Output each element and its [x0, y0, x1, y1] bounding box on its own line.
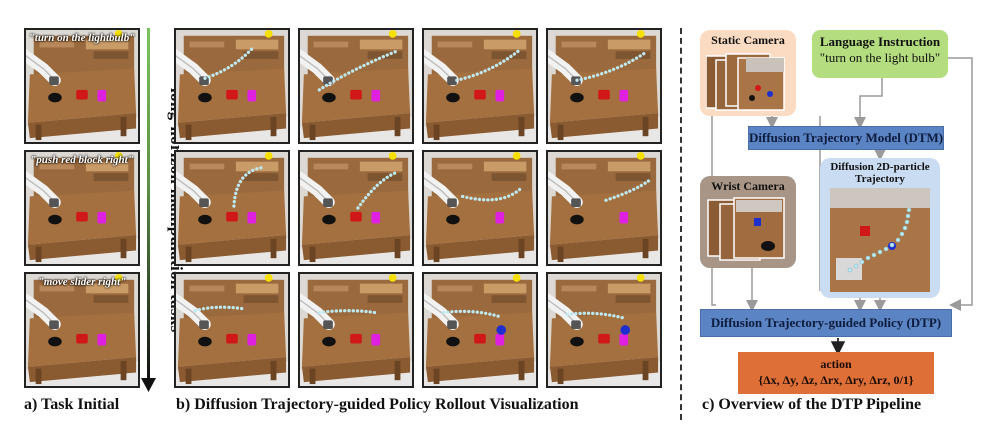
wrist-camera-box: Wrist Camera — [700, 176, 796, 268]
rollout-frame — [298, 150, 414, 266]
task-initial-scene-2: "push red block right" — [24, 150, 140, 266]
rollout-frame — [174, 150, 290, 266]
caption-b: b) Diffusion Trajectory-guided Policy Ro… — [176, 396, 579, 413]
wrist-camera-label: Wrist Camera — [711, 179, 785, 193]
rollout-frame — [546, 28, 662, 144]
language-instruction-box: Language Instruction "turn on the light … — [812, 30, 948, 78]
rollout-frame — [422, 272, 538, 388]
task-label-3: "move slider right" — [37, 276, 127, 288]
task-label-1: "turn on the lightbulb" — [28, 32, 136, 44]
caption-a: a) Task Initial — [24, 396, 120, 413]
rollout-frame — [546, 150, 662, 266]
particle-trajectory-box: Diffusion 2D-particle Trajectory — [820, 158, 940, 298]
particle-trajectory-label: Diffusion 2D-particle Trajectory — [830, 161, 930, 185]
task-initial-scene-1: "turn on the lightbulb" — [24, 28, 140, 144]
task-initial-scene-3: "move slider right" — [24, 272, 140, 388]
action-label: action — [820, 357, 852, 371]
rollout-frame — [298, 28, 414, 144]
caption-c: c) Overview of the DTP Pipeline — [702, 396, 922, 413]
language-instruction-label: Language Instruction — [819, 34, 941, 49]
static-camera-box: Static Camera — [700, 30, 796, 116]
language-instruction-text: "turn on the light bulb" — [819, 50, 941, 65]
rollout-frame — [298, 272, 414, 388]
rollout-frame — [546, 272, 662, 388]
rollout-frame — [174, 28, 290, 144]
static-camera-label: Static Camera — [711, 33, 785, 47]
dtm-box: Diffusion Trajectory Model (DTM) — [748, 126, 944, 150]
particle-trajectory-image — [830, 188, 930, 292]
task-label-2: "push red block right" — [30, 154, 134, 166]
section-divider — [680, 28, 682, 420]
particle-dots — [847, 207, 912, 273]
rollout-frame — [422, 28, 538, 144]
static-camera-frames — [706, 53, 785, 111]
rollout-frame — [422, 150, 538, 266]
action-box: action {Δx, Δy, Δz, Δrx, Δry, Δrz, 0/1} — [738, 352, 934, 394]
action-values: {Δx, Δy, Δz, Δrx, Δry, Δrz, 0/1} — [758, 373, 914, 387]
wrist-camera-frames — [707, 197, 785, 261]
rollout-frame — [174, 272, 290, 388]
dtp-box: Diffusion Trajectory-guided Policy (DTP) — [700, 309, 952, 337]
